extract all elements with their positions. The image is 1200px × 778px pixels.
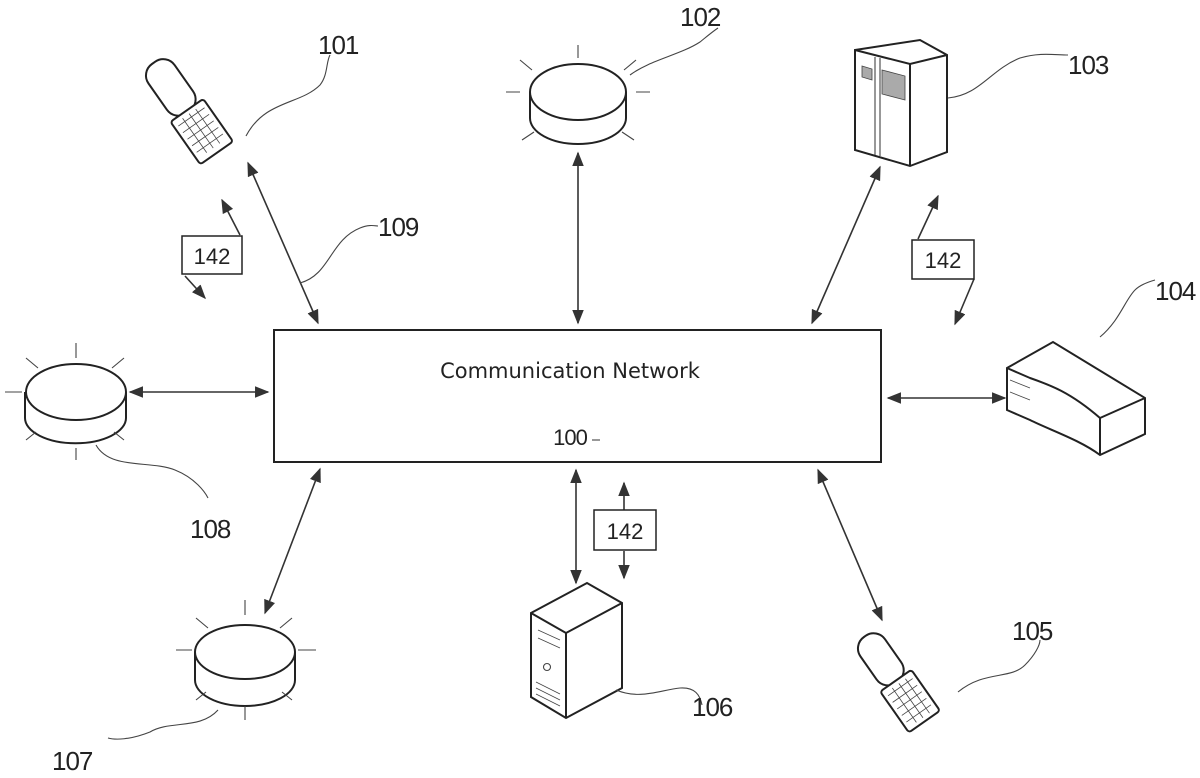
wireless-device-102[interactable]: 102 xyxy=(506,2,721,144)
node-ref-label: 102 xyxy=(680,2,721,32)
node-ref-label: 103 xyxy=(1068,50,1109,80)
message-ref-label: 142 xyxy=(607,519,644,544)
wireless-device-107[interactable]: 107 xyxy=(52,600,316,776)
server-rack-icon xyxy=(855,40,947,166)
message-142-right: 142 xyxy=(912,196,974,324)
connector-callout-109: 109 xyxy=(300,212,419,283)
network-ref-label: 100 xyxy=(553,425,587,450)
link-107 xyxy=(265,469,320,613)
message-ref-label: 142 xyxy=(194,244,231,269)
link-105 xyxy=(818,470,882,620)
link-101 xyxy=(248,163,318,323)
node-ref-label: 108 xyxy=(190,514,231,544)
computer-106[interactable]: 106 xyxy=(531,583,733,722)
node-ref-label: 105 xyxy=(1012,616,1053,646)
phone-icon xyxy=(849,626,940,733)
message-142-left: 142 xyxy=(182,200,242,298)
node-ref-label: 106 xyxy=(692,692,733,722)
message-142-bottom: 142 xyxy=(594,483,656,578)
appliance-104[interactable]: 104 xyxy=(1007,276,1196,455)
connector-ref-label: 109 xyxy=(378,212,419,242)
phone-icon xyxy=(137,51,233,164)
node-ref-label: 101 xyxy=(318,30,359,60)
antenna-node-icon xyxy=(176,600,316,720)
network-title: Communication Network xyxy=(440,359,701,383)
node-ref-label: 107 xyxy=(52,746,93,776)
mobile-phone-105[interactable]: 105 xyxy=(849,616,1053,733)
server-103[interactable]: 103 xyxy=(855,40,1109,166)
mobile-phone-101[interactable]: 101 xyxy=(137,30,359,164)
antenna-node-icon xyxy=(506,45,650,144)
communication-network-box[interactable]: Communication Network 100 xyxy=(274,330,881,462)
wireless-device-108[interactable]: 108 xyxy=(5,343,231,544)
link-103 xyxy=(812,167,880,323)
antenna-node-icon xyxy=(5,343,126,460)
tower-computer-icon xyxy=(531,583,622,718)
node-ref-label: 104 xyxy=(1155,276,1196,306)
network-appliance-icon xyxy=(1007,342,1145,455)
message-ref-label: 142 xyxy=(925,248,962,273)
